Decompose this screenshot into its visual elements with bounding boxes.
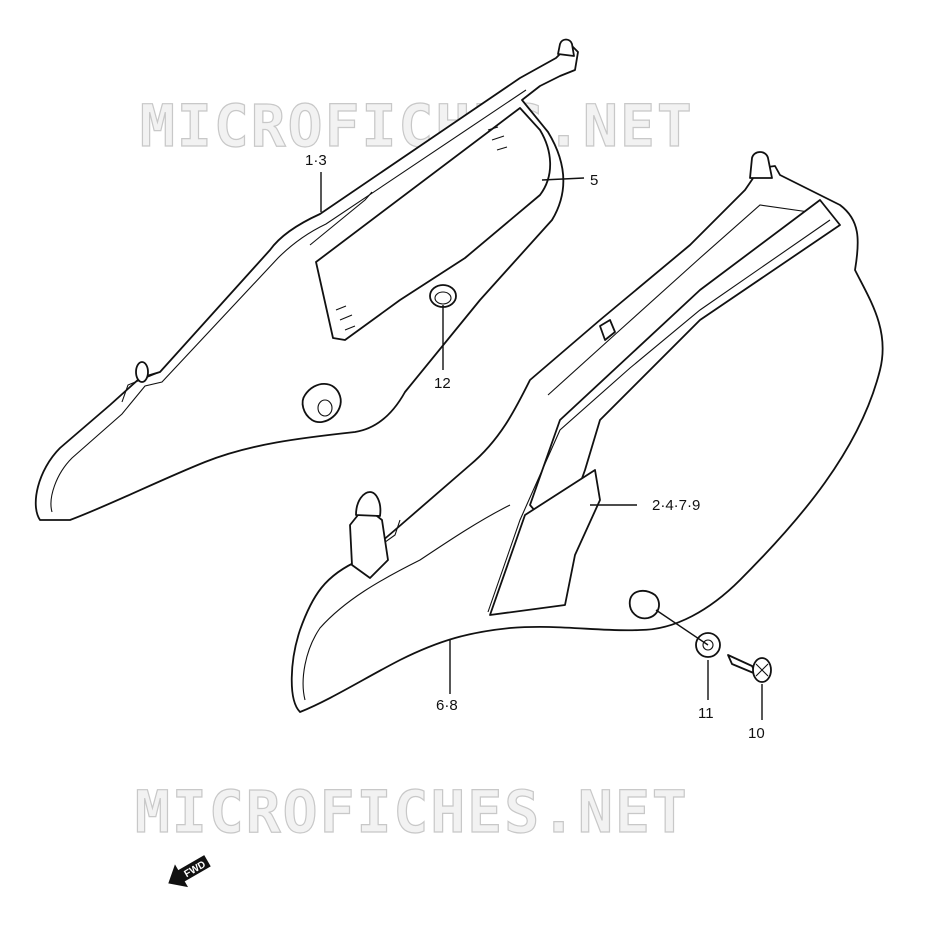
leader-lines: [320, 172, 763, 720]
screw-10: [727, 654, 772, 683]
fwd-label: FWD: [183, 859, 208, 880]
watermark-bottom: MICROFICHES.NET: [134, 777, 689, 846]
watermark-text: MICROFICHES.NET: [135, 778, 689, 846]
callout-12: 12: [434, 375, 451, 392]
callout-5: 5: [590, 172, 598, 189]
watermark-top: MICROFICHES.NET: [139, 91, 694, 160]
callouts: 1·3 5 12 2·4·7·9 6·8 11 10: [305, 152, 765, 742]
callout-6-8: 6·8: [436, 697, 458, 714]
callout-11: 11: [698, 705, 714, 722]
callout-2-4-7-9: 2·4·7·9: [652, 497, 700, 514]
callout-10: 10: [748, 725, 765, 742]
left-side-cover: [34, 38, 579, 521]
right-side-cover: [290, 151, 884, 713]
callout-1-3: 1·3: [305, 152, 327, 169]
fwd-arrow-icon: FWD: [168, 855, 211, 888]
watermark-text: MICROFICHES.NET: [140, 92, 694, 160]
